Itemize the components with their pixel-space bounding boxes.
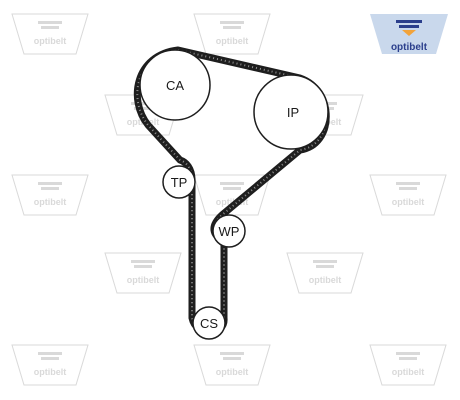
watermark-text: optibelt [216, 197, 249, 207]
watermark-logo: optibelt [369, 344, 447, 386]
watermark-text: optibelt [34, 197, 67, 207]
pulley-cs-label: CS [200, 316, 218, 331]
pulley-ip-label: IP [287, 105, 299, 120]
logo-emblem-icon [396, 20, 422, 36]
pulley-ca: CA [139, 49, 211, 121]
pulley-wp-label: WP [219, 224, 240, 239]
watermark-logo: optibelt [369, 174, 447, 216]
pulley-ip-circle [253, 74, 329, 150]
watermark-logo: optibelt [11, 344, 89, 386]
watermark-text: optibelt [216, 36, 249, 46]
pulley-tp-label: TP [171, 175, 188, 190]
pulley-cs: CS [192, 306, 226, 340]
watermark-layer: optibelt optibelt optibelt optibelt optibelt… [11, 13, 447, 386]
watermark-logo: optibelt [104, 252, 182, 294]
watermark-logo: optibelt [11, 13, 89, 55]
watermark-text: optibelt [309, 275, 342, 285]
watermark-text: optibelt [34, 367, 67, 377]
belt-teeth [136, 48, 328, 334]
watermark-logo: optibelt [11, 174, 89, 216]
pulley-cs-circle [192, 306, 226, 340]
watermark-logo: optibelt [193, 174, 271, 216]
watermark-text: optibelt [127, 275, 160, 285]
watermark-text: optibelt [392, 197, 425, 207]
pulley-wp: WP [212, 214, 246, 248]
logo-text: optibelt [391, 42, 428, 53]
pulley-ca-label: CA [166, 78, 184, 93]
watermark-text: optibelt [34, 36, 67, 46]
pulley-wp-circle [212, 214, 246, 248]
watermark-logo: optibelt [193, 13, 271, 55]
pulley-tp: TP [162, 165, 196, 199]
pulley-ip: IP [253, 74, 329, 150]
pulley-ca-circle [139, 49, 211, 121]
optibelt-logo: optibelt [370, 14, 448, 54]
pulley-tp-circle [162, 165, 196, 199]
watermark-logo: optibelt [286, 252, 364, 294]
watermark-logo: optibelt [193, 344, 271, 386]
watermark-text: optibelt [216, 367, 249, 377]
watermark-text: optibelt [392, 367, 425, 377]
